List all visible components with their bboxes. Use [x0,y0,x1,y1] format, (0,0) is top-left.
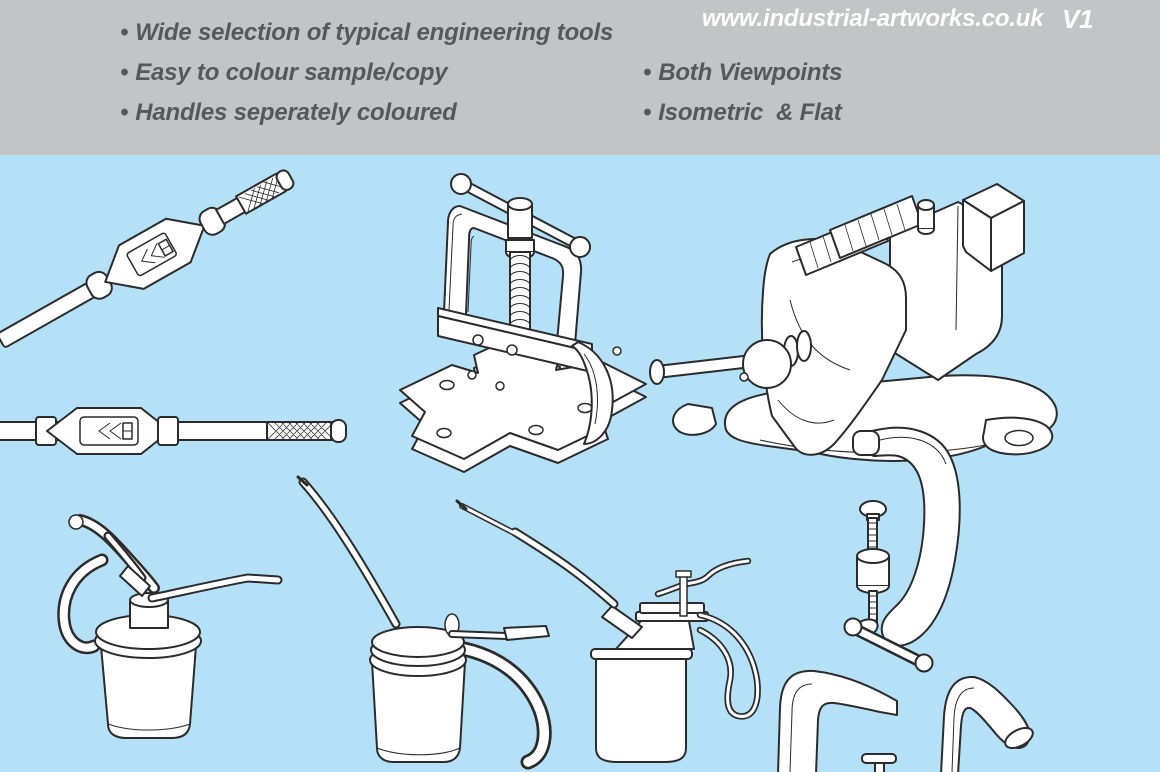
pipe-vice-bolt [472,334,484,346]
bench-vice-illustration [640,170,1070,470]
tap-wrench-end-cap [330,419,347,443]
oil-can-pump-pin-head [675,570,692,578]
bench-vice-base-lug [672,403,717,436]
g-clamp-frame [863,426,961,647]
oil-can-pot [100,645,197,739]
pipe-vice-cam-screw [612,346,622,356]
g-clamp-tommy-bar-end [914,653,934,673]
bench-vice-handle-end-disc [649,359,665,385]
bullet-glyph: • [120,59,129,86]
tap-wrench-collar [157,416,179,446]
pipe-vice-bolt [467,370,477,380]
oil-can-pivot-bracket [119,565,151,597]
feature-right-1: •Both Viewpoints [643,59,843,87]
g-clamp-frame [940,675,1031,772]
g-clamp-pad [852,430,880,456]
g-clamp-isometric-svg [843,426,961,673]
feature-left-2: •Easy to colour sample/copy [120,59,448,87]
tap-wrench-isometric-svg [0,169,295,348]
oil-can-lid [371,626,465,658]
g-clamp-frame [777,669,898,772]
oil-can-body [595,658,687,763]
pipe-vice-base-hole [439,379,455,391]
feature-right-1-text: Both Viewpoints [658,59,843,86]
oil-can-2-illustration [290,470,560,772]
oil-can-flange [590,648,693,660]
bullet-glyph: • [643,59,652,86]
g-clamp-isometric-illustration [840,420,975,678]
oil-can-lid [639,602,705,614]
bullet-glyph: • [643,99,652,126]
website-url: www.industrial-artworks.co.uk [702,5,1044,32]
pipe-vice-illustration [390,170,650,480]
bench-vice-svg [649,183,1058,462]
feature-left-1-text: Wide selection of typical engineering to… [135,19,614,46]
g-clamp-flat-svg [777,669,898,772]
feature-left-1: •Wide selection of typical engineering t… [120,19,613,47]
tap-wrench-bar [0,282,96,348]
oil-can-2-svg [296,475,552,770]
oil-can-1-illustration [40,500,300,750]
workpiece-bar-front [962,199,992,272]
pipe-vice-bolt [506,344,518,356]
oil-can-1-svg [57,514,283,739]
pipe-vice-tommy-bar-ball [569,236,591,258]
tap-wrench-end-cap [275,169,295,191]
oil-can-lever-paddle [503,625,550,641]
g-clamp-flat-partial-illustration [770,665,905,772]
oil-can-lever-curl [68,514,84,530]
oil-can-3-illustration [450,495,770,772]
pipe-vice-base-hole [577,402,593,414]
tap-wrench-flat-illustration [0,400,350,462]
version-label: V1 [1062,4,1094,34]
bench-vice-collar [796,330,812,362]
g-clamp-tommy-bar-end [843,617,863,637]
bench-vice-lug-hole [1004,429,1034,447]
feature-right-2: •Isometric & Flat [643,99,842,127]
pipe-vice-base-hole [436,427,452,439]
feature-left-3: •Handles seperately coloured [120,99,457,127]
feature-right-2-text: Isometric & Flat [658,99,842,126]
header-band: •Wide selection of typical engineering t… [0,0,1160,155]
g-clamp-partial-svg [940,675,1034,772]
oil-can-spout-base [601,605,643,639]
pipe-vice-svg [399,173,647,473]
tap-wrench-isometric-illustration [0,160,310,370]
pipe-vice-tommy-bar-ball [450,173,472,195]
g-clamp-screw-t-handle [861,753,897,764]
bench-vice-handle-ball [742,339,792,389]
oil-can-pot [371,661,466,763]
g-clamp-pad [1004,727,1034,749]
bullet-glyph: • [120,19,129,46]
oil-can-pump-pin [679,575,688,617]
oil-can-3-svg [455,499,761,763]
g-clamp-isometric-partial-illustration [930,668,1045,772]
bench-vice-handle-rod [656,354,753,379]
bench-vice-handle-hole [739,372,749,382]
feature-left-2-text: Easy to colour sample/copy [135,59,448,86]
tap-wrench-flat-svg [0,407,347,455]
bullet-glyph: • [120,99,129,126]
pipe-vice-base-hole [528,424,544,436]
pipe-vice-bolt [495,381,505,391]
pipe-vice-cam-lever [571,341,614,445]
feature-left-3-text: Handles seperately coloured [135,99,457,126]
